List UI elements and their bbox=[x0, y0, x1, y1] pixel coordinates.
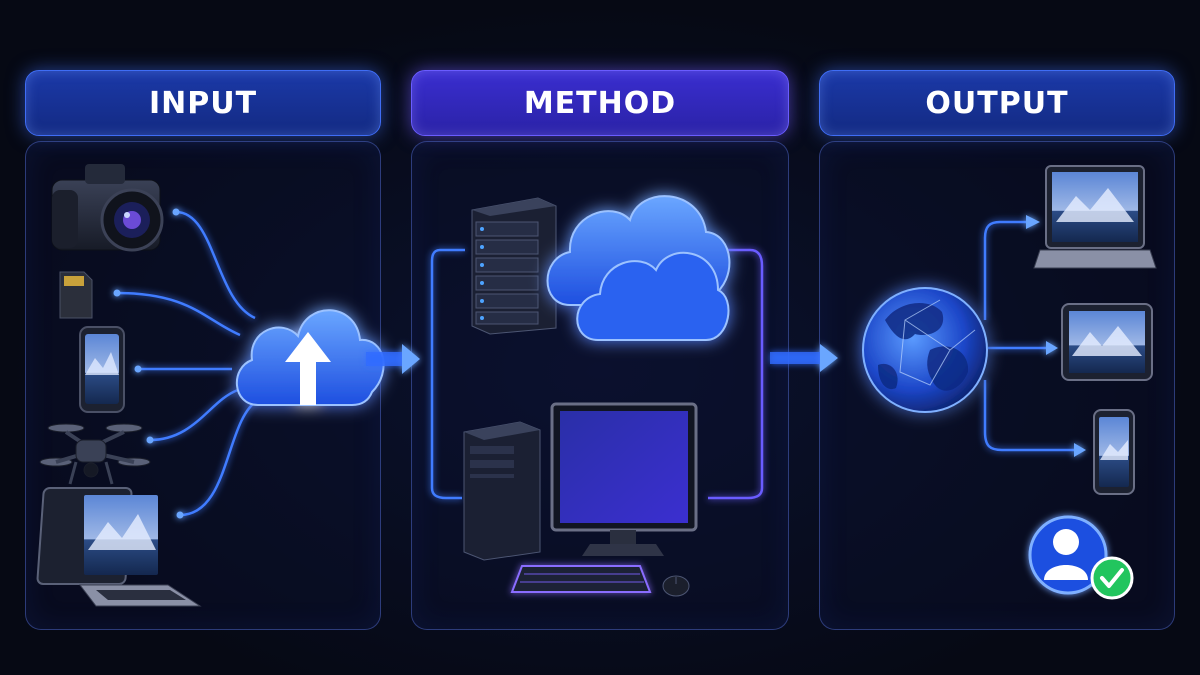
cloud-upload-icon bbox=[236, 309, 385, 406]
smartphone-icon-output bbox=[1093, 409, 1135, 495]
method-header: METHOD bbox=[411, 70, 789, 136]
server-rack-icon bbox=[471, 197, 557, 335]
laptop-icon-output bbox=[1033, 165, 1157, 269]
keyboard-icon bbox=[510, 565, 652, 593]
tablet-icon bbox=[1061, 303, 1153, 381]
cloud-icon bbox=[546, 195, 731, 341]
arrow-right-icon bbox=[366, 344, 420, 374]
input-connectors bbox=[116, 210, 259, 517]
user-verified-icon bbox=[1028, 515, 1134, 600]
monitor-icon bbox=[550, 402, 698, 556]
smartphone-icon bbox=[79, 326, 125, 413]
output-connectors bbox=[983, 220, 1076, 452]
laptop-icon bbox=[36, 487, 202, 607]
output-header: OUTPUT bbox=[819, 70, 1175, 136]
method-loop bbox=[430, 248, 764, 500]
mouse-icon bbox=[662, 575, 690, 597]
input-header: INPUT bbox=[25, 70, 381, 136]
sd-card-icon bbox=[59, 271, 93, 319]
camera-icon bbox=[51, 164, 164, 252]
desktop-tower-icon bbox=[463, 421, 541, 561]
globe-icon bbox=[862, 287, 988, 413]
arrow-right-icon-2 bbox=[770, 344, 838, 372]
drone-icon bbox=[39, 423, 151, 485]
